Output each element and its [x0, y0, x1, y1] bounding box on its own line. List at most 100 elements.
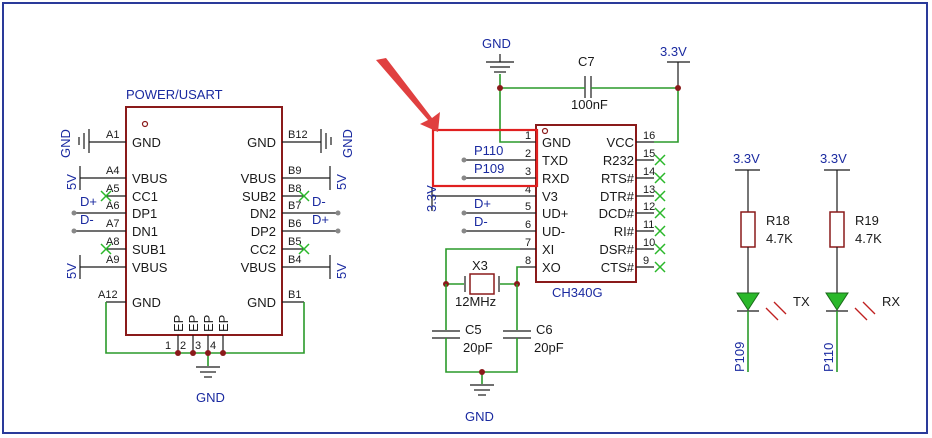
- rx-label: RX: [882, 294, 900, 309]
- c7-wire-right: [591, 87, 679, 143]
- pin1-marker: [541, 127, 549, 135]
- ch340-right-pin-name: R232: [603, 153, 634, 168]
- ch340-left-pin-name: UD-: [542, 224, 565, 239]
- no-connect-icon: [654, 225, 666, 237]
- junction: [175, 350, 181, 356]
- ground-symbol-icon: [78, 129, 90, 153]
- usb-left-pin-num: A1: [106, 129, 119, 141]
- ch340-right-pin-name: RI#: [614, 224, 635, 239]
- light-arrow-icon: [765, 307, 779, 321]
- usb-right-pins: B12GNDB9VBUSB8SUB2B7DN2B6DP2B5CC2B4VBUSB…: [241, 129, 341, 310]
- junction: [205, 350, 211, 356]
- vcc-top-label: 3.3V: [660, 44, 687, 59]
- ch340-right-pin-num: 11: [643, 219, 654, 231]
- ep-pin-num: 1: [165, 340, 171, 352]
- vbus-label-a4: 5V: [64, 174, 79, 190]
- ch340-left-pin-num: 1: [525, 130, 531, 142]
- usb-right-pin-name: VBUS: [241, 260, 277, 275]
- usb-right-pin-name: CC2: [250, 242, 276, 257]
- usb-left-pin-name: DN1: [132, 224, 158, 239]
- v3-net-label: 3.3V: [424, 185, 439, 212]
- usb-left-pin-num: A6: [106, 200, 119, 212]
- usb-right-pin-name: DN2: [250, 206, 276, 221]
- rxd-net-label: P109: [474, 161, 504, 176]
- no-connect-icon: [654, 207, 666, 219]
- ch340-left-pin-num: 7: [525, 237, 531, 249]
- usb-right-pin-num: B8: [288, 183, 301, 195]
- no-connect-icon: [654, 190, 666, 202]
- no-connect-icon: [654, 154, 666, 166]
- ch340-left-pin-name: XO: [542, 260, 561, 275]
- c5-value: 20pF: [463, 340, 493, 355]
- usb-left-pin-num: A12: [98, 289, 118, 301]
- c5-ref: C5: [465, 322, 482, 337]
- ch340-left-pin-num: 4: [525, 184, 531, 196]
- usb-right-pin-num: B6: [288, 218, 301, 230]
- usb-gnd-label: GND: [196, 390, 225, 405]
- usb-left-pin-num: A7: [106, 218, 119, 230]
- usb-right-pin-num: B9: [288, 165, 301, 177]
- c6-ref: C6: [536, 322, 553, 337]
- usb-left-pin-name: GND: [132, 135, 161, 150]
- ch340-right-pin-name: DSR#: [599, 242, 634, 257]
- usb-right-pin-num: B7: [288, 200, 301, 212]
- ch340-name: CH340G: [552, 285, 603, 300]
- ch340-left-pin-num: 6: [525, 219, 531, 231]
- usb-body: [125, 106, 283, 336]
- no-connect-icon: [654, 243, 666, 255]
- ep-pin-num: 4: [210, 340, 216, 352]
- ch340-right-pin-num: 9: [643, 255, 649, 267]
- vbus-label-b4: 5V: [334, 263, 349, 279]
- no-connect-icon: [654, 261, 666, 273]
- no-connect-icon: [100, 190, 112, 202]
- no-connect-icon: [100, 243, 112, 255]
- c7-ref: C7: [578, 54, 595, 69]
- r18-value: 4.7K: [766, 231, 793, 246]
- no-connect-icon: [298, 190, 310, 202]
- vbus-label-a9: 5V: [64, 263, 79, 279]
- ch340-left-pin-name: UD+: [542, 206, 568, 221]
- junction: [497, 85, 503, 91]
- usb-right-pin-num: B1: [288, 289, 301, 301]
- usb-left-pin-name: GND: [132, 295, 161, 310]
- ground-symbol-icon: [470, 384, 494, 396]
- usb-right-pin-name: SUB2: [242, 189, 276, 204]
- ch340-left-pin-num: 5: [525, 201, 531, 213]
- pin1-marker: [141, 120, 149, 128]
- light-arrow-icon: [854, 307, 868, 321]
- ep-pin-name: EP: [201, 315, 216, 332]
- pointer-arrow-icon: [376, 58, 440, 132]
- dp-label-left: D+: [80, 194, 97, 209]
- x3-ref: X3: [472, 258, 488, 273]
- ch340-right-pin-name: DCD#: [599, 206, 635, 221]
- ch340-left-pin-num: 8: [525, 255, 531, 267]
- c7-value: 100nF: [571, 97, 608, 112]
- x3-value: 12MHz: [455, 294, 496, 309]
- ground-symbol-icon: [196, 366, 220, 378]
- ch340-body: [535, 124, 637, 283]
- usb-left-pin-name: VBUS: [132, 260, 168, 275]
- r19-ref: R19: [855, 213, 879, 228]
- usb-left-pin-num: A9: [106, 254, 119, 266]
- usb-right-pin-name: GND: [247, 295, 276, 310]
- ch340-right-pin-num: 12: [643, 201, 655, 213]
- ground-symbol-icon: [320, 129, 332, 153]
- ch340-right-pin-num: 15: [643, 148, 655, 160]
- ch340-left-pin-name: XI: [542, 242, 554, 257]
- rx-net-label: P110: [821, 343, 836, 372]
- led-tx: 3.3V R18 4.7K TX P109: [732, 151, 810, 372]
- ground-symbol-icon: [486, 54, 514, 73]
- gnd-label-b12: GND: [340, 129, 355, 158]
- ep-pin-num: 2: [180, 340, 186, 352]
- light-arrow-icon: [862, 301, 876, 315]
- gnd-top-label: GND: [482, 36, 511, 51]
- ch340-right-pin-name: VCC: [607, 135, 634, 150]
- ch340-left-pin-name: V3: [542, 189, 558, 204]
- udp-net-label: D+: [474, 196, 491, 211]
- ch340-left-pin-name: TXD: [542, 153, 568, 168]
